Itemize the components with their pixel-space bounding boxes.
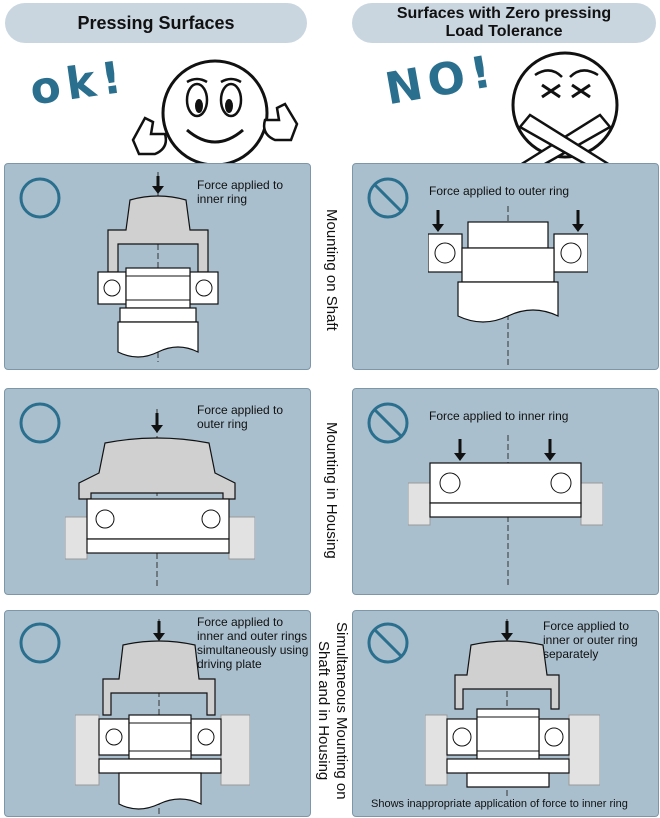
prohibited-icon <box>367 177 409 219</box>
panel-ok-shaft: Force applied to inner ring <box>4 163 311 370</box>
label-no-shaft-line1: Force applied to outer ring <box>429 184 570 198</box>
label-ok-both-line1: Force applied to <box>197 615 284 629</box>
label-no-shaft: Force applied to outer ring <box>429 184 569 198</box>
diagram-no-shaft <box>428 206 588 366</box>
label-ok-both-line4: driving plate <box>197 657 262 671</box>
label-ok-shaft-line2: inner ring <box>197 192 248 206</box>
diagram-no-both <box>425 619 600 797</box>
panel-no-shaft: Force applied to outer ring <box>352 163 659 370</box>
header-right-line1: Surfaces with Zero pressing <box>396 5 612 22</box>
header-pressing-surfaces: Pressing Surfaces <box>5 3 307 43</box>
header-right-line2: Load Tolerance <box>445 23 563 40</box>
panel-no-housing: Force applied to inner ring <box>352 388 659 595</box>
panel-ok-both: Force applied to inner and outer rings s… <box>4 610 311 817</box>
diagram-ok-shaft <box>97 172 219 362</box>
row-label-housing-text: Mounting in Housing <box>323 421 340 559</box>
label-ok-housing-line1: Force applied to <box>197 403 284 417</box>
panel-no-both: Force applied to inner or outer ring sep… <box>352 610 659 817</box>
thumbs-up-face-icon <box>131 59 299 167</box>
handwritten-ok: ok! <box>26 51 131 116</box>
row-label-both-line2: Shaft and in Housing <box>315 641 332 781</box>
label-ok-both: Force applied to inner and outer rings s… <box>197 615 308 671</box>
header-zero-load-tolerance: Surfaces with Zero pressing Load Toleran… <box>352 3 656 43</box>
label-no-both-line2: inner or outer ring <box>543 633 638 647</box>
label-ok-both-line2: inner and outer rings <box>197 629 308 643</box>
row-label-housing: Mounting in Housing <box>316 400 340 580</box>
prohibited-icon <box>367 622 409 664</box>
label-no-both: Force applied to inner or outer ring sep… <box>543 619 638 661</box>
circle-ok-icon <box>19 177 61 219</box>
crossed-arms-face-icon <box>511 51 619 170</box>
circle-ok-icon <box>19 622 61 664</box>
label-ok-housing-line2: outer ring <box>197 417 248 431</box>
panel-ok-housing: Force applied to outer ring <box>4 388 311 595</box>
note-no-both: Shows inappropriate application of force… <box>371 798 628 810</box>
header-left-text: Pressing Surfaces <box>77 12 235 33</box>
row-label-both-line1: Simultaneous Mounting on <box>333 622 350 800</box>
diagram-no-housing <box>408 435 603 585</box>
circle-ok-icon <box>19 402 61 444</box>
diagram-ok-housing <box>65 409 255 589</box>
label-ok-both-line3: simultaneously using <box>197 643 309 657</box>
label-no-housing: Force applied to inner ring <box>429 409 568 423</box>
label-no-housing-line1: Force applied to inner ring <box>429 409 569 423</box>
label-ok-shaft: Force applied to inner ring <box>197 178 283 206</box>
row-label-shaft-text: Mounting on Shaft <box>323 209 340 331</box>
row-label-shaft: Mounting on Shaft <box>316 190 340 350</box>
prohibited-icon <box>367 402 409 444</box>
label-no-both-line3: separately <box>543 647 599 661</box>
label-ok-shaft-line1: Force applied to <box>197 178 284 192</box>
label-no-both-line1: Force applied to <box>543 619 630 633</box>
row-label-both: Simultaneous Mounting on Shaft and in Ho… <box>310 606 350 816</box>
diagram-ok-both <box>75 619 250 814</box>
label-ok-housing: Force applied to outer ring <box>197 403 283 431</box>
